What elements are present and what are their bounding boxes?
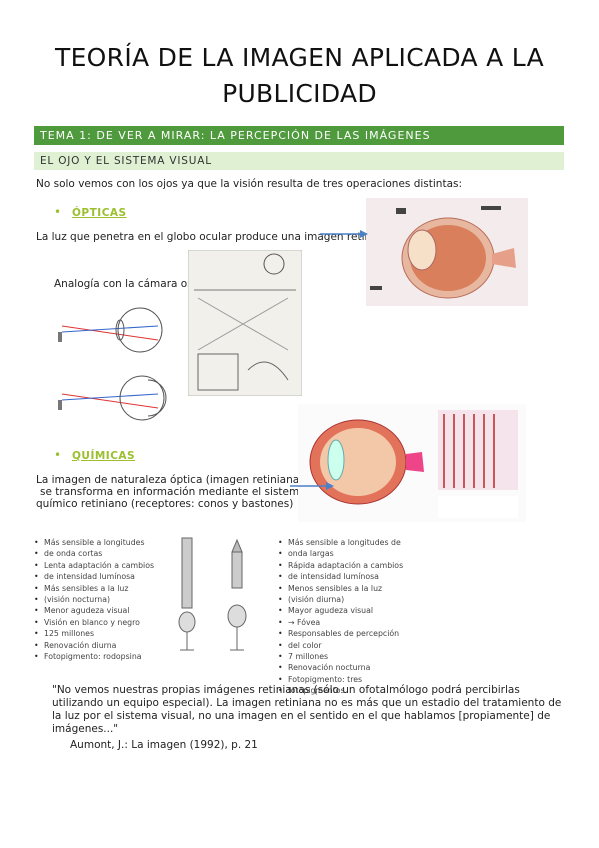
bullet-dot: • — [54, 205, 62, 219]
list-item: Fotopigmento: tres — [278, 674, 403, 686]
eye-anatomy-figure — [366, 198, 528, 306]
list-item: de onda cortas — [34, 548, 154, 560]
retina-structure-figure — [298, 404, 526, 522]
list-item: 7 millones — [278, 651, 403, 663]
list-item: Mayor agudeza visual — [278, 605, 403, 617]
list-item: (visión nocturna) — [34, 594, 154, 606]
list-item: Menor agudeza visual — [34, 605, 154, 617]
rods-list: Más sensible a longitudes de onda cortas… — [34, 537, 154, 663]
cones-list: Más sensible a longitudes de onda largas… — [278, 537, 403, 697]
arrow-icon — [290, 482, 334, 490]
list-item: del color — [278, 640, 403, 652]
page-title: TEORÍA DE LA IMAGEN APLICADA A LA PUBLIC… — [20, 40, 579, 112]
list-item: Rápida adaptación a cambios — [278, 560, 403, 572]
list-item: Más sensible a longitudes — [34, 537, 154, 549]
list-item: Renovación diurna — [34, 640, 154, 652]
list-item: (visión diurna) — [278, 594, 403, 606]
title-line-1: TEORÍA DE LA IMAGEN APLICADA A LA — [55, 43, 544, 72]
list-item: de intensidad lumínosa — [34, 571, 154, 583]
heading-quimicas: QUÍMICAS — [72, 450, 136, 462]
quimicas-text-3: químico retiniano (receptores: conos y b… — [36, 498, 294, 510]
eye-lens-diagram-1 — [58, 307, 163, 353]
title-line-2: PUBLICIDAD — [222, 79, 377, 108]
list-item: de intensidad lumínosa — [278, 571, 403, 583]
heading-opticas: ÓPTICAS — [72, 207, 127, 219]
list-item: onda largas — [278, 548, 403, 560]
quimicas-text-1: La imagen de naturaleza óptica (imagen r… — [36, 474, 304, 486]
list-item: → Fóvea — [278, 617, 403, 629]
list-item: 125 millones — [34, 628, 154, 640]
section-heading-tema: TEMA 1: DE VER A MIRAR: LA PERCEPCIÓN DE… — [34, 126, 564, 145]
quote-text: "No vemos nuestras propias imágenes reti… — [52, 684, 562, 735]
list-item: Renovación nocturna — [278, 662, 403, 674]
arrow-icon — [320, 230, 368, 238]
subsection-heading: EL OJO Y EL SISTEMA VISUAL — [34, 152, 564, 170]
quimicas-text-2: se transforma en información mediante el… — [40, 486, 306, 498]
list-item: Menos sensibles a la luz — [278, 583, 403, 595]
list-item: Fotopigmento: rodopsina — [34, 651, 154, 663]
opticas-text: La luz que penetra en el globo ocular pr… — [36, 231, 381, 243]
list-item: Más sensibles a la luz — [34, 583, 154, 595]
bullet-dot: • — [54, 448, 62, 462]
list-item: Visión en blanco y negro — [34, 617, 154, 629]
eye-lens-diagram-2 — [58, 375, 167, 421]
list-item: Lenta adaptación a cambios — [34, 560, 154, 572]
rod-cone-cells-figure — [172, 532, 264, 664]
list-item: Responsables de percepción — [278, 628, 403, 640]
list-item: Más sensible a longitudes de — [278, 537, 403, 549]
analogia-text: Analogía con la cámara os — [54, 278, 193, 290]
intro-text: No solo vemos con los ojos ya que la vis… — [36, 178, 463, 190]
list-item: fotopigmentos — [278, 685, 403, 697]
citation: Aumont, J.: La imagen (1992), p. 21 — [70, 739, 258, 751]
camera-obscura-engraving — [188, 250, 302, 396]
